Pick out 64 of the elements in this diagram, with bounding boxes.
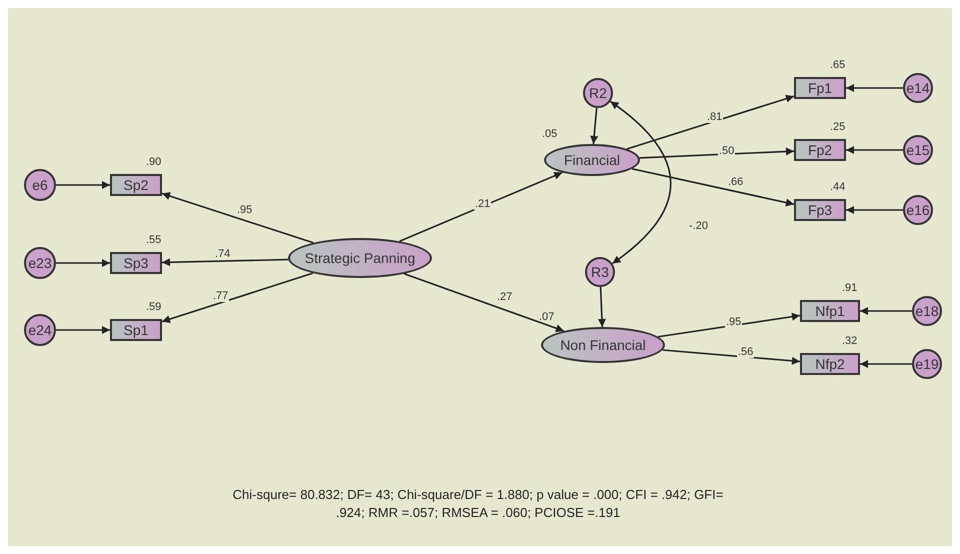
coefficient-label: .55 xyxy=(146,234,162,246)
edge-label: .56 xyxy=(737,346,754,358)
arrow xyxy=(860,307,912,315)
indicator-box: Nfp2 xyxy=(800,353,860,375)
latent-ellipse: Non Financial xyxy=(541,327,665,363)
arrow xyxy=(640,148,794,159)
edge-label: .27 xyxy=(496,291,514,303)
arrow xyxy=(162,258,288,266)
arrow xyxy=(56,259,110,267)
arrow xyxy=(632,168,794,206)
coefficient-label: .07 xyxy=(539,311,554,323)
edge-label: .77 xyxy=(212,290,230,302)
edge-label: .21 xyxy=(474,198,492,210)
error-circle: e18 xyxy=(912,296,942,326)
arrow xyxy=(860,360,912,368)
arrow xyxy=(162,272,314,323)
edge-label: .95 xyxy=(236,204,254,216)
error-circle: e6 xyxy=(24,169,56,201)
indicator-box: Fp3 xyxy=(794,199,846,221)
edge-label: .74 xyxy=(214,248,232,260)
edge-label: .81 xyxy=(706,111,724,123)
latent-ellipse: Strategic Panning xyxy=(288,238,432,278)
error-circle: R2 xyxy=(583,78,613,108)
arrow xyxy=(846,84,903,92)
indicator-box: Fp1 xyxy=(794,77,846,99)
coefficient-label: .65 xyxy=(830,59,846,71)
error-circle: e16 xyxy=(903,195,933,225)
error-circle: e19 xyxy=(912,349,942,379)
edge-label: .66 xyxy=(727,176,744,188)
error-circle: e15 xyxy=(903,135,933,165)
coefficient-label: .32 xyxy=(842,335,858,347)
coefficient-label: .25 xyxy=(830,121,846,133)
latent-ellipse: Financial xyxy=(544,144,640,176)
coefficient-label: .90 xyxy=(146,156,162,168)
error-circle: R3 xyxy=(585,257,615,287)
arrow xyxy=(846,146,903,154)
indicator-box: Sp2 xyxy=(110,174,162,196)
edge-label: .95 xyxy=(725,316,742,328)
coefficient-label: .59 xyxy=(146,301,162,313)
arrow xyxy=(598,286,606,328)
coefficient-label: .91 xyxy=(842,282,858,294)
arrow xyxy=(662,349,800,365)
arrow xyxy=(626,94,794,150)
indicator-box: Fp2 xyxy=(794,139,846,161)
arrow xyxy=(846,206,903,214)
edge-label: .50 xyxy=(718,145,736,157)
fit-statistics-caption: Chi-squre= 80.832; DF= 43; Chi-square/DF = 1.880; p value = .000; CFI = .942; GFI= .924; RMR =.057; RMSEA = .060; PCIOSE =.191 xyxy=(232,486,724,522)
arrow xyxy=(658,312,800,338)
coefficient-label: .44 xyxy=(830,181,846,193)
coefficient-label: .05 xyxy=(542,128,558,140)
curved-double-arrow xyxy=(610,100,672,264)
arrow xyxy=(56,181,110,189)
edge-label: -.20 xyxy=(688,220,709,232)
error-circle: e14 xyxy=(903,73,933,103)
error-circle: e24 xyxy=(24,314,56,346)
indicator-box: Sp3 xyxy=(110,252,162,274)
indicator-box: Nfp1 xyxy=(800,300,860,322)
indicator-box: Sp1 xyxy=(110,319,162,341)
arrow xyxy=(590,108,598,144)
error-circle: e23 xyxy=(24,247,56,279)
arrow xyxy=(404,273,564,332)
arrow xyxy=(162,192,314,244)
arrow xyxy=(56,326,110,334)
arrow xyxy=(399,172,563,242)
